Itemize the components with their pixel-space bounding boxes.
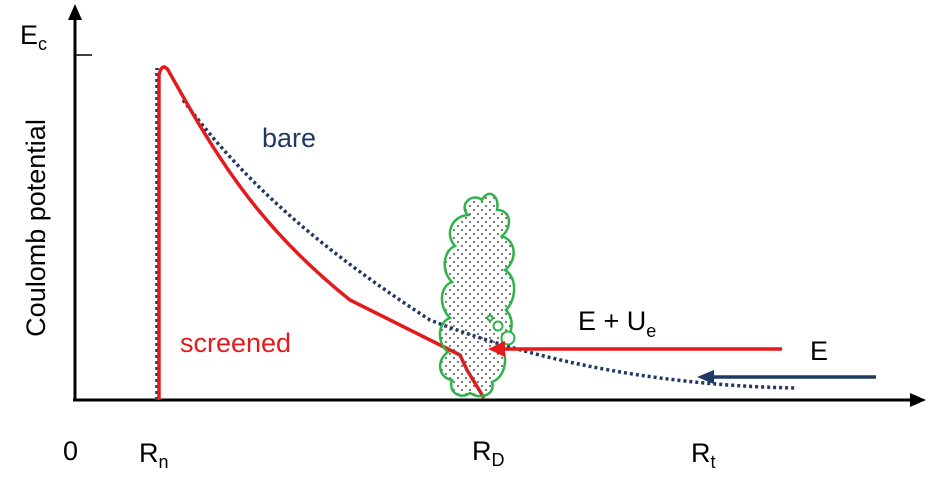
origin-label: 0 [63, 436, 78, 466]
electron-cloud [438, 192, 516, 398]
e-arrowhead [697, 370, 714, 384]
electron-cloud-outline [438, 192, 516, 398]
e-plus-ue-arrow [488, 341, 782, 357]
e-label: E [810, 336, 828, 366]
screened-potential-curve [157, 65, 486, 400]
bare-label: bare [262, 123, 316, 153]
rt-label: Rt [691, 438, 716, 472]
x-axis-arrowhead [910, 393, 926, 407]
ec-label: Ec [20, 20, 47, 54]
e-plus-ue-label: E + Ue [578, 306, 656, 341]
e-arrow [697, 370, 876, 384]
y-axis-arrowhead [68, 4, 82, 20]
bare-potential-curve [155, 68, 796, 400]
coulomb-potential-label: Coulomb potential [21, 119, 51, 337]
cloud-bubble-medium [492, 320, 504, 332]
screened-label: screened [180, 328, 291, 358]
e-plus-ue-arrowhead [488, 341, 505, 357]
rn-label: Rn [139, 438, 169, 472]
rd-label: RD [472, 436, 505, 470]
axes [68, 4, 926, 407]
cloud-bubble-small [486, 314, 494, 322]
